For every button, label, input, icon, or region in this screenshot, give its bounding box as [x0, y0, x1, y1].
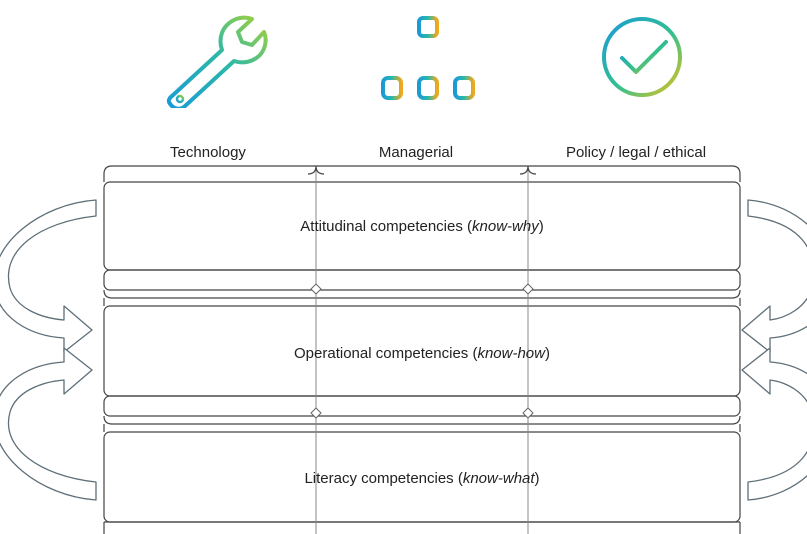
column-heading-technology: Technology: [170, 144, 246, 161]
left-arrow-down-1: [0, 199, 97, 353]
left-arrow-up-2: [0, 347, 97, 501]
layer-literacy-label: Literacy competencies (know-what): [304, 470, 540, 487]
connector-node: [310, 283, 322, 295]
top-connector-strip: [103, 165, 741, 182]
right-arrow-up-2: [741, 347, 807, 501]
layer-operational-label: Operational competencies (know-how): [294, 345, 550, 362]
connector-node: [522, 407, 534, 419]
layer-connector-2: [103, 395, 741, 417]
right-arrow-down-1: [741, 199, 807, 353]
column-heading-policy: Policy / legal / ethical: [565, 144, 707, 161]
layer-connector-1: [103, 269, 741, 291]
connector-node: [522, 283, 534, 295]
check-circle-icon: [602, 17, 682, 97]
connector-node: [310, 407, 322, 419]
layer-attitudinal-label: Attitudinal competencies (know-why): [300, 218, 544, 235]
org-chart-icon: [381, 16, 475, 100]
column-heading-managerial: Managerial: [378, 144, 454, 161]
wrench-icon: [166, 15, 268, 108]
